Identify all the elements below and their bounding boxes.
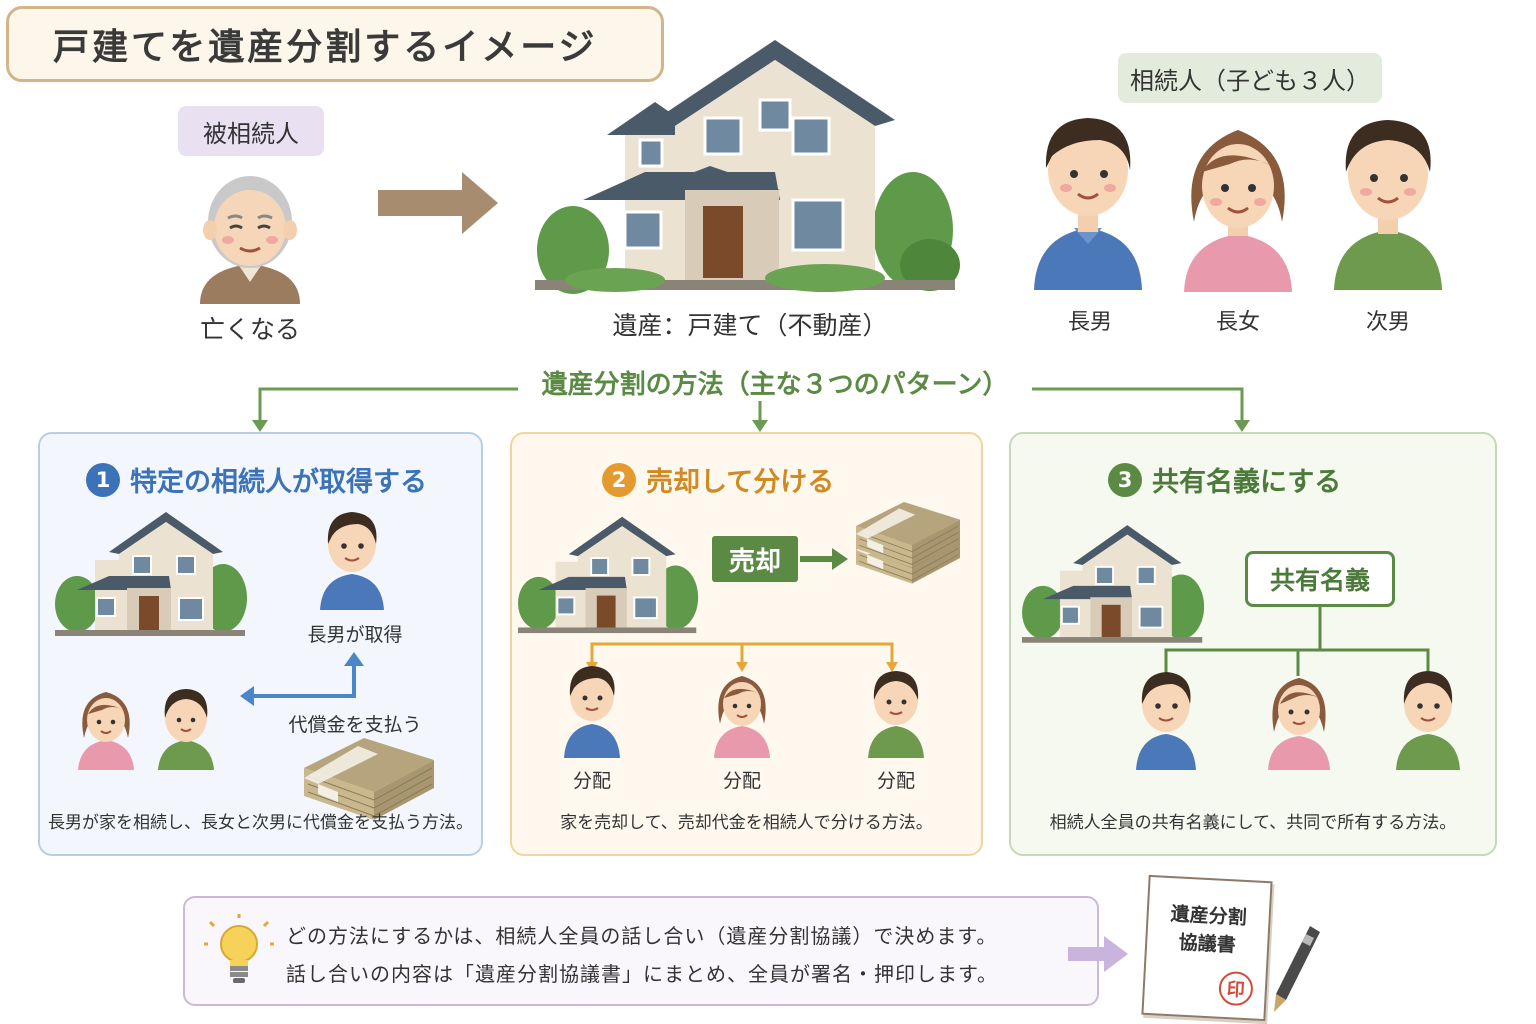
second-son-small-icon bbox=[158, 689, 214, 770]
decedent-caption: 亡くなる bbox=[199, 315, 300, 344]
eldest-son-acquire-icon bbox=[320, 512, 384, 610]
eldest-daughter-icon bbox=[1184, 130, 1292, 292]
note-line-1: どの方法にするかは、相続人全員の話し合い（遺産分割協議）で決めます。 bbox=[286, 924, 998, 948]
coowner-girl-icon bbox=[1268, 678, 1330, 770]
house-icon bbox=[535, 40, 960, 294]
coowner-boy-green-icon bbox=[1396, 671, 1460, 770]
heir-name-eldest-son: 長男 bbox=[1067, 310, 1112, 335]
lightbulb-icon bbox=[204, 914, 274, 983]
coownership-branch-lines bbox=[1164, 606, 1430, 676]
distribution-arrows bbox=[586, 642, 898, 672]
second-son-icon bbox=[1334, 120, 1442, 290]
pattern-1-title: 特定の相続人が取得する bbox=[130, 467, 427, 498]
elderly-man-icon bbox=[200, 176, 300, 304]
pattern-2-description: 家を売却して、売却代金を相続人で分ける方法。 bbox=[560, 813, 933, 833]
note-line-2: 話し合いの内容は「遺産分割協議書」にまとめ、全員が署名・押印します。 bbox=[286, 962, 998, 986]
acquire-label: 長男が取得 bbox=[307, 624, 403, 646]
pattern-1-header: 1 特定の相続人が取得する bbox=[86, 460, 427, 499]
pattern-branch-arrows bbox=[252, 387, 1250, 432]
pattern-2-title: 売却して分ける bbox=[646, 467, 835, 498]
cash-bundle-icon bbox=[855, 501, 961, 584]
number-2-badge: 2 bbox=[602, 462, 636, 497]
pattern-1-house-icon bbox=[54, 511, 248, 637]
pattern-3-description: 相続人全員の共有名義にして、共同で所有する方法。 bbox=[1049, 813, 1457, 833]
pattern-2-house-icon bbox=[517, 515, 700, 635]
pattern-3-panel bbox=[1009, 432, 1497, 856]
methods-title: 遺産分割の方法（主な３つのパターン） bbox=[518, 364, 1032, 401]
share-label-1: 分配 bbox=[572, 770, 611, 792]
pattern-2-header: 2 売却して分ける bbox=[602, 460, 834, 499]
arrow-right-icon bbox=[1068, 936, 1128, 972]
blue-return-arrow-icon bbox=[240, 652, 364, 706]
payment-label: 代償金を支払う bbox=[288, 714, 422, 736]
agreement-document: 遺産分割 協議書 印 bbox=[1141, 874, 1273, 1022]
page-title: 戸建てを遺産分割するイメージ bbox=[6, 6, 664, 82]
pattern-3-header: 3 共有名義にする bbox=[1108, 460, 1341, 499]
seal-stamp: 印 bbox=[1218, 970, 1254, 1007]
number-3-badge: 3 bbox=[1108, 462, 1142, 497]
arrow-right-icon bbox=[378, 172, 498, 234]
pattern-1-description: 長男が家を相続し、長女と次男に代償金を支払う方法。 bbox=[48, 813, 473, 833]
eldest-daughter-small-icon bbox=[78, 692, 134, 770]
heir-boy-icon bbox=[563, 665, 621, 759]
heir-boy-green-icon bbox=[868, 671, 924, 758]
eldest-son-icon bbox=[1034, 118, 1142, 290]
number-1-badge: 1 bbox=[86, 462, 120, 497]
pattern-3-title: 共有名義にする bbox=[1152, 467, 1342, 498]
decedent-label: 被相続人 bbox=[178, 106, 324, 156]
heir-name-eldest-daughter: 長女 bbox=[1215, 310, 1260, 335]
heir-name-second-son: 次男 bbox=[1365, 310, 1410, 335]
document-title-line-2: 協議書 bbox=[1178, 931, 1237, 957]
arrow-right-icon bbox=[800, 548, 848, 570]
pen-icon bbox=[1274, 926, 1320, 1012]
share-label-3: 分配 bbox=[876, 770, 915, 792]
coowner-boy-icon bbox=[1136, 672, 1196, 770]
heirs-label: 相続人（子ども３人） bbox=[1118, 53, 1382, 103]
coownership-label: 共有名義 bbox=[1245, 551, 1395, 607]
share-label-2: 分配 bbox=[722, 770, 761, 792]
heir-girl-icon bbox=[714, 676, 770, 758]
note-box bbox=[183, 896, 1099, 1006]
sale-label: 売却 bbox=[712, 536, 798, 582]
estate-caption: 遺産：戸建て（不動産） bbox=[612, 311, 888, 340]
